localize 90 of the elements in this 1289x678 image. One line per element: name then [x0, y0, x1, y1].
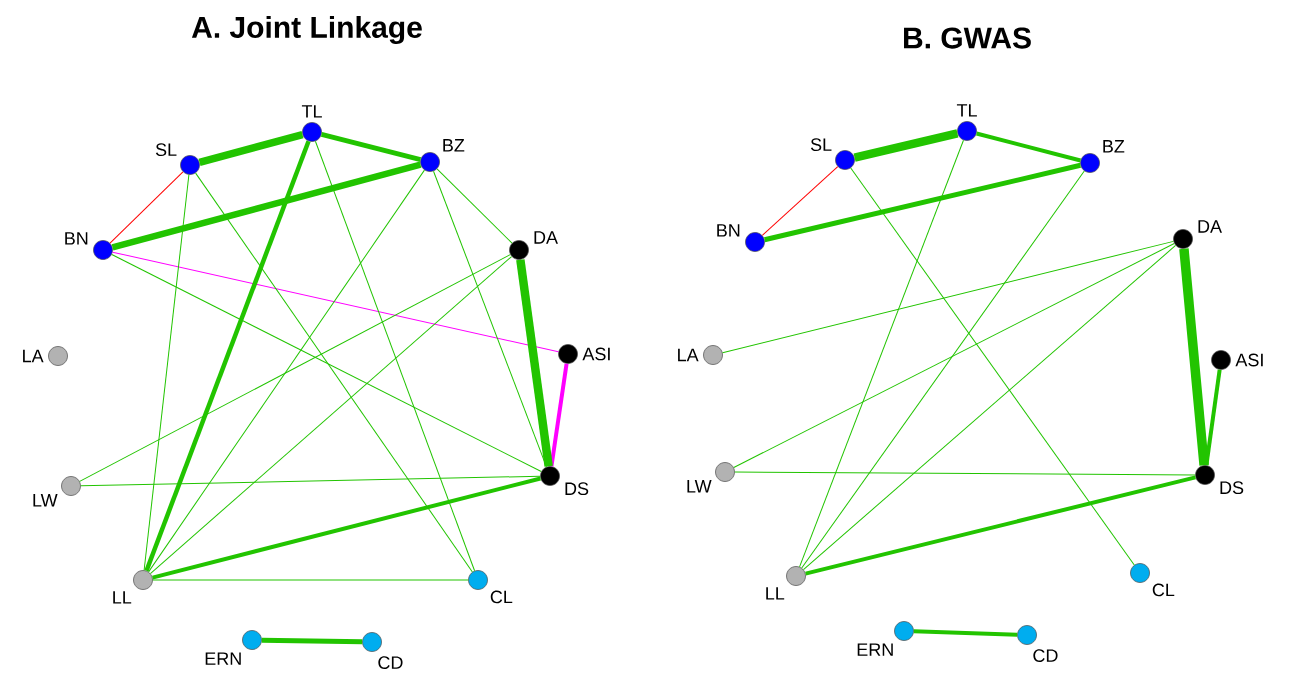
correlation-line — [733, 242, 1175, 469]
correlation-line — [549, 363, 569, 467]
node-label: DA — [1198, 220, 1222, 233]
node-label: ERN — [205, 652, 241, 665]
node-label: DS — [565, 482, 589, 496]
correlation-line — [314, 140, 476, 572]
correlation-line — [799, 139, 964, 568]
node-label: SL — [810, 138, 832, 152]
correlation-line — [436, 168, 513, 244]
node-label: SL — [155, 143, 177, 157]
correlation-line — [112, 251, 559, 353]
correlation-line — [976, 131, 1081, 163]
correlation-line — [764, 162, 1081, 243]
trait-node: CL — [468, 570, 513, 604]
correlation-line — [152, 579, 469, 581]
correlation-line — [79, 254, 511, 482]
trait-node: BN — [717, 224, 765, 252]
panel-title: B. GWAS — [904, 27, 1031, 49]
correlation-line — [1204, 369, 1222, 466]
correlation-line — [722, 240, 1174, 354]
trait-node: BZ — [1080, 140, 1125, 173]
trait-node: TL — [956, 104, 977, 141]
node-label: CL — [1152, 583, 1175, 597]
correlation-line — [111, 161, 422, 251]
correlation-line — [148, 169, 425, 573]
trait-node: LA — [23, 346, 68, 366]
trait-node: LW — [33, 476, 81, 507]
trait-node: LL — [766, 566, 806, 600]
node-label: LW — [33, 494, 58, 507]
trait-node: ASI — [1211, 350, 1263, 370]
node-label: DA — [534, 231, 558, 244]
trait-node: ASI — [558, 344, 610, 364]
trait-node: DA — [509, 231, 558, 260]
trait-node: CD — [362, 632, 403, 669]
trait-node: ERN — [857, 621, 914, 656]
correlation-line — [761, 166, 839, 236]
node-label: CD — [378, 656, 403, 669]
node-label: BN — [65, 232, 88, 245]
trait-node: SL — [155, 143, 200, 175]
trait-node: BZ — [420, 139, 465, 172]
correlation-line — [143, 174, 190, 571]
trait-node: BN — [65, 232, 113, 260]
node-label: TL — [301, 105, 322, 118]
trait-node: DS — [540, 466, 589, 496]
correlation-line — [734, 471, 1196, 476]
node-label: TL — [956, 104, 977, 117]
correlation-line — [109, 171, 184, 244]
correlation-line — [261, 637, 363, 645]
correlation-line — [198, 130, 304, 167]
correlation-line — [149, 256, 513, 574]
trait-node: CD — [1017, 625, 1058, 662]
correlation-line — [516, 259, 553, 467]
node-label: ERN — [857, 643, 893, 656]
node-label: LL — [113, 591, 132, 604]
panel-title: A. Joint Linkage — [191, 15, 422, 45]
node-label: ASI — [582, 347, 610, 361]
trait-node: DA — [1173, 220, 1222, 249]
trait-node: ERN — [205, 630, 262, 665]
correlation-line — [801, 170, 1085, 569]
correlation-line — [111, 253, 542, 473]
node-label: BN — [717, 224, 740, 237]
correlation-line — [320, 132, 422, 162]
correlation-line — [805, 475, 1196, 576]
node-label: ASI — [1235, 353, 1263, 367]
node-label: BZ — [1103, 140, 1125, 153]
node-label: BZ — [443, 139, 465, 152]
correlation-line — [433, 170, 547, 468]
correlation-line — [1179, 248, 1209, 466]
node-label: CD — [1033, 649, 1058, 662]
correlation-line — [195, 172, 473, 573]
correlation-line — [80, 475, 541, 487]
node-label: DS — [1220, 481, 1244, 495]
trait-node: LL — [113, 570, 153, 604]
correlation-line — [913, 629, 1018, 637]
correlation-line — [152, 476, 541, 580]
correlation-line — [850, 167, 1135, 566]
trait-node: CL — [1130, 563, 1175, 597]
node-label: LA — [23, 349, 44, 363]
correlation-line — [853, 129, 959, 162]
node-label: LL — [766, 587, 785, 600]
trait-node: DS — [1195, 465, 1244, 495]
correlation-line — [144, 140, 311, 572]
node-label: CL — [490, 590, 513, 604]
trait-node: TL — [301, 105, 322, 142]
trait-node: LW — [687, 462, 735, 493]
node-label: LW — [687, 480, 712, 493]
trait-node: LA — [678, 345, 723, 365]
correlation-line — [802, 244, 1177, 571]
trait-node: SL — [810, 138, 855, 170]
node-label: LA — [678, 348, 699, 362]
